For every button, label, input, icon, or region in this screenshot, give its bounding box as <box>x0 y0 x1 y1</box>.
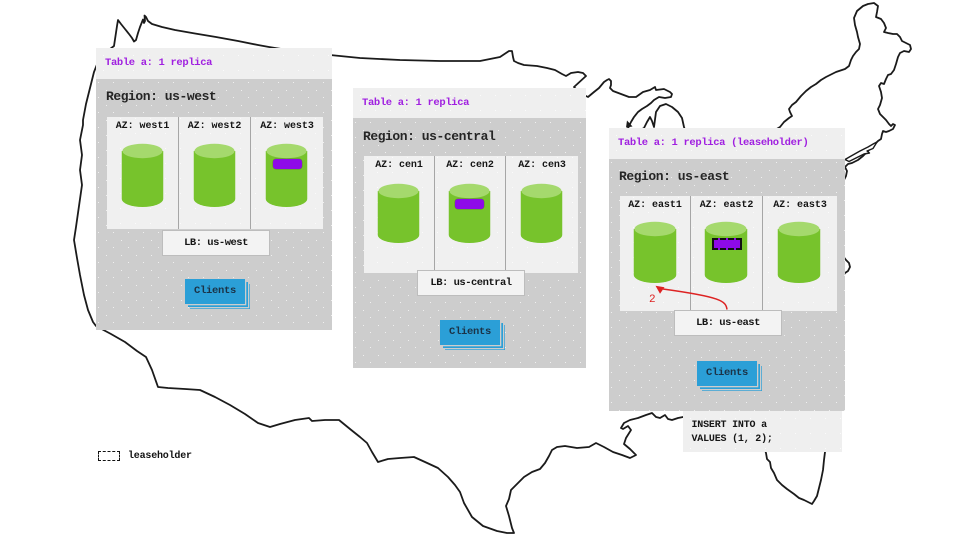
svg-text:2: 2 <box>649 294 656 306</box>
